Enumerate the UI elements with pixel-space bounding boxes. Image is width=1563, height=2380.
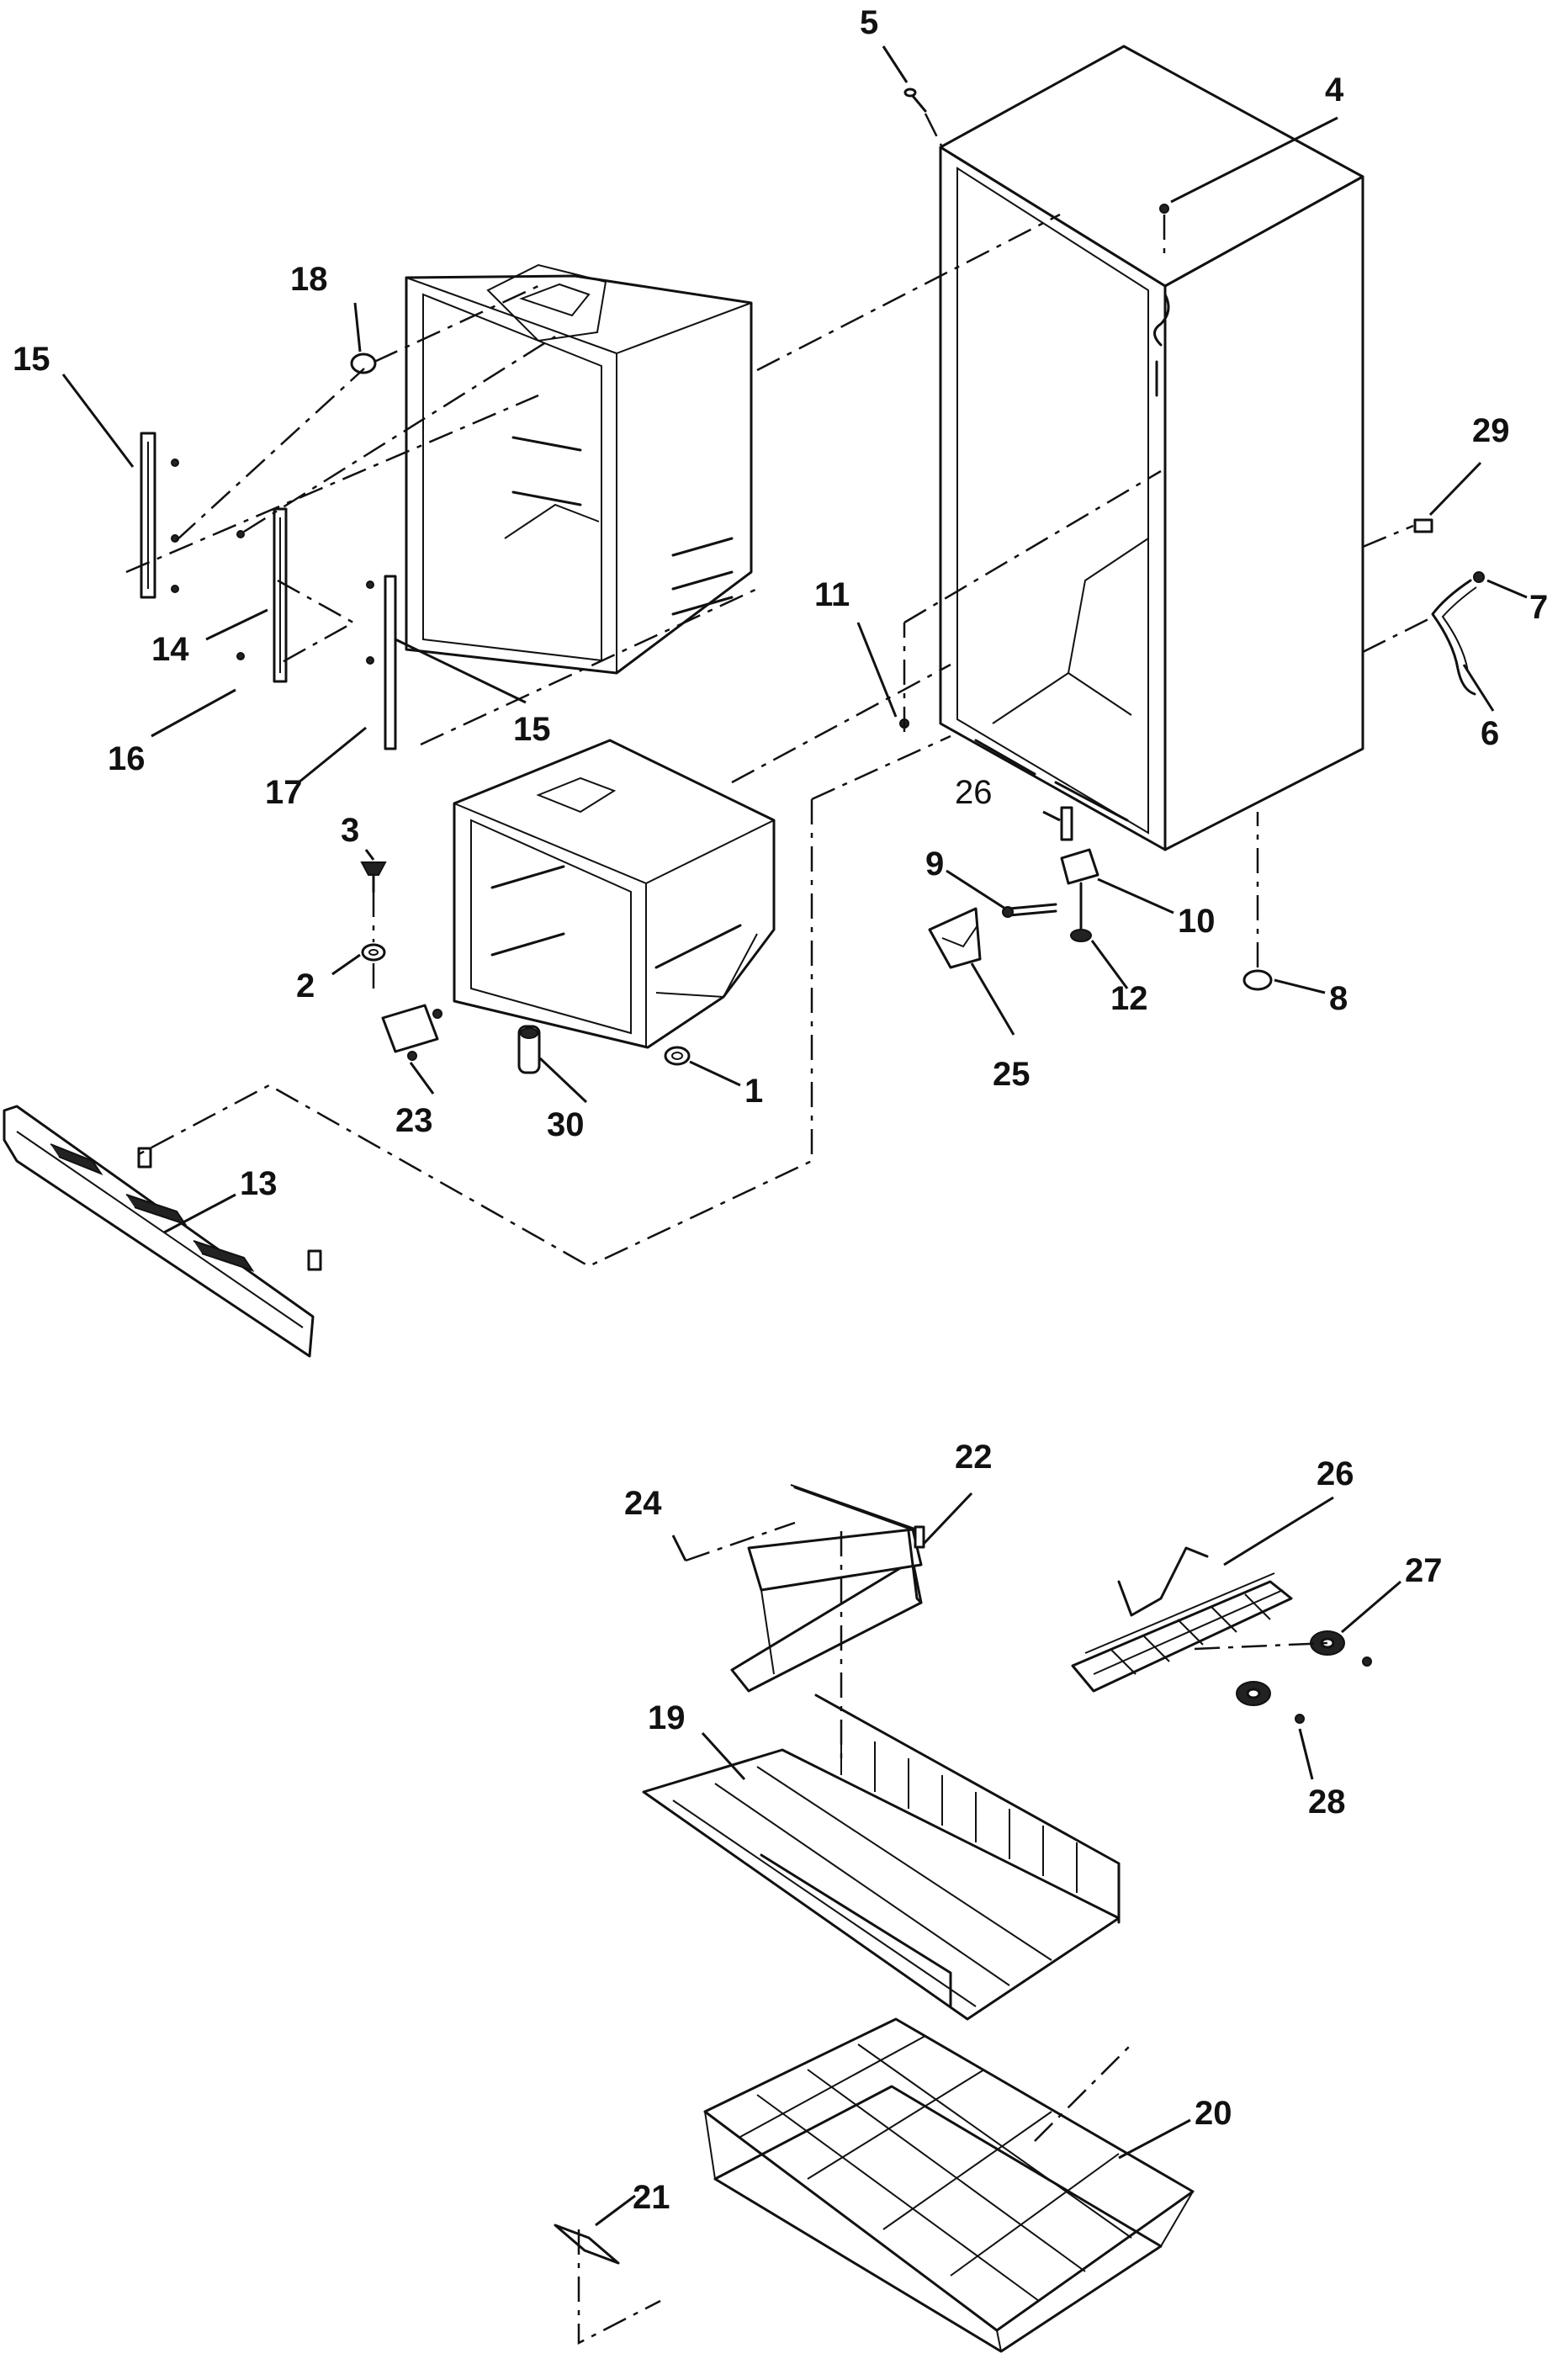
part-1-spacer [664, 1046, 691, 1066]
label-5: 5 [860, 4, 878, 41]
label-26b: 26 [1317, 1455, 1354, 1492]
cabinet-shell [939, 45, 1364, 851]
label-26a: 26 [955, 774, 993, 811]
label-3: 3 [341, 812, 359, 849]
part-10-bracket [1060, 848, 1099, 931]
part-2-washer [361, 943, 386, 962]
part-8-foot [1242, 969, 1273, 991]
leader-arrows [61, 45, 1528, 2227]
label-2: 2 [296, 967, 315, 1004]
part-27-wheel [1310, 1630, 1372, 1667]
rail-14 [273, 507, 288, 683]
label-29: 29 [1472, 412, 1510, 449]
part-29-clip [1413, 518, 1433, 533]
part-4-screw [1159, 204, 1169, 214]
part-23-bracket [381, 1004, 442, 1061]
assembly-lines [125, 113, 1431, 2346]
label-16: 16 [108, 740, 146, 777]
label-18: 18 [290, 261, 328, 298]
label-27: 27 [1405, 1552, 1443, 1589]
label-12: 12 [1110, 980, 1148, 1017]
label-24: 24 [624, 1485, 662, 1522]
rail-15-left [140, 432, 156, 599]
wire-basket [703, 2017, 1195, 2353]
part-9-bolt [1002, 903, 1057, 918]
label-21: 21 [633, 2179, 670, 2216]
label-9: 9 [925, 845, 944, 883]
label-15b: 15 [513, 711, 551, 748]
label-4: 4 [1325, 72, 1344, 109]
label-6: 6 [1481, 715, 1499, 752]
freezer-liner [453, 739, 776, 1049]
rail-17 [384, 575, 397, 750]
part-21-handle [554, 2224, 620, 2265]
label-22: 22 [955, 1439, 993, 1476]
fresh-food-liner [405, 263, 753, 675]
part-25-cover [928, 907, 982, 969]
part-28-wheel [1236, 1681, 1305, 1724]
label-28: 28 [1308, 1784, 1346, 1821]
label-1: 1 [744, 1073, 763, 1110]
part-3-fastener [360, 861, 387, 893]
door-shelf [730, 1484, 925, 1693]
wire-shelf [642, 1694, 1121, 2021]
label-14: 14 [151, 631, 189, 668]
part-7-screw [1473, 571, 1485, 583]
label-30: 30 [547, 1106, 585, 1143]
toe-grille [3, 1105, 322, 1358]
label-20: 20 [1195, 2095, 1232, 2132]
label-19: 19 [648, 1699, 686, 1736]
label-25: 25 [993, 1056, 1031, 1093]
part-26-stud [1060, 806, 1073, 841]
wire-rack [1071, 1546, 1293, 1693]
part-18-plug [350, 352, 377, 374]
label-10: 10 [1178, 903, 1216, 940]
label-7: 7 [1529, 589, 1548, 626]
part-labels: 5 4 18 15 29 7 14 11 6 16 15 17 26 3 9 1… [13, 4, 1548, 2216]
part-12-leveler [1070, 929, 1092, 942]
screws-rails [171, 459, 374, 665]
label-11: 11 [814, 576, 850, 613]
part-30-hinge [517, 1025, 541, 1074]
label-15a: 15 [13, 341, 50, 378]
part-6-tube [1431, 579, 1477, 696]
label-13: 13 [240, 1165, 278, 1202]
label-8: 8 [1329, 980, 1348, 1017]
label-17: 17 [265, 774, 303, 811]
part-5-pin [903, 87, 927, 113]
label-23: 23 [395, 1102, 433, 1139]
